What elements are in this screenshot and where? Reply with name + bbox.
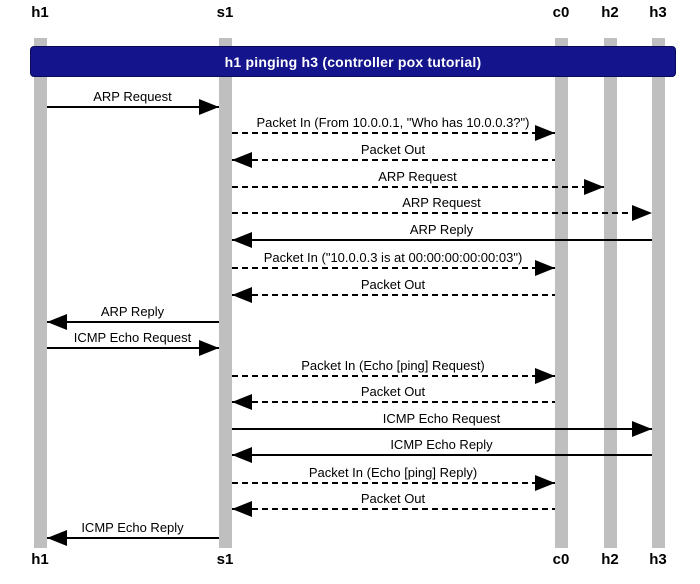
arrowhead-right-icon — [198, 340, 219, 356]
arrowhead-left-icon — [231, 152, 252, 168]
arrowhead-right-icon — [534, 475, 555, 491]
arrowhead-right-icon — [534, 260, 555, 276]
arrowhead-right-icon — [198, 99, 219, 115]
arrowhead-left-icon — [231, 501, 252, 517]
message-line — [231, 212, 652, 214]
lifeline-h1 — [33, 38, 47, 548]
message-label: Packet Out — [360, 491, 426, 506]
actor-label-top-s1: s1 — [216, 4, 234, 21]
message-line — [231, 375, 555, 377]
lifeline-h2 — [603, 38, 617, 548]
actor-label-top-h3: h3 — [649, 4, 667, 21]
arrowhead-left-icon — [46, 314, 67, 330]
actor-label-top-h2: h2 — [601, 4, 619, 21]
message-line — [231, 508, 555, 510]
arrowhead-left-icon — [231, 447, 252, 463]
message-line — [231, 482, 555, 484]
message-line — [231, 159, 555, 161]
message-line — [231, 186, 604, 188]
arrowhead-left-icon — [231, 394, 252, 410]
actor-label-bottom-h3: h3 — [649, 551, 667, 568]
arrowhead-left-icon — [231, 287, 252, 303]
actor-label-bottom-h1: h1 — [31, 551, 49, 568]
actor-label-bottom-s1: s1 — [216, 551, 234, 568]
message-label: ARP Request — [402, 195, 481, 210]
message-label: ARP Reply — [409, 222, 474, 237]
message-label: Packet Out — [360, 142, 426, 157]
message-label: ICMP Echo Request — [73, 330, 192, 345]
message-label: ICMP Echo Reply — [81, 520, 184, 535]
message-line — [46, 106, 219, 108]
diagram-title-bar: h1 pinging h3 (controller pox tutorial) — [30, 46, 676, 77]
message-label: ARP Request — [378, 169, 457, 184]
message-line — [231, 267, 555, 269]
lifeline-s1 — [218, 38, 232, 548]
message-label: Packet Out — [360, 277, 426, 292]
message-label: Packet In (From 10.0.0.1, "Who has 10.0.… — [256, 115, 530, 130]
arrowhead-right-icon — [534, 125, 555, 141]
message-line — [231, 401, 555, 403]
message-label: Packet In (Echo [ping] Request) — [301, 358, 485, 373]
message-line — [231, 428, 652, 430]
actor-label-top-c0: c0 — [552, 4, 570, 21]
message-label: Packet Out — [360, 384, 426, 399]
arrowhead-left-icon — [231, 232, 252, 248]
message-label: ARP Request — [93, 89, 172, 104]
message-label: ICMP Echo Request — [382, 411, 501, 426]
message-line — [231, 132, 555, 134]
diagram-title: h1 pinging h3 (controller pox tutorial) — [224, 53, 482, 70]
arrowhead-right-icon — [631, 205, 652, 221]
lifeline-c0 — [554, 38, 568, 548]
lifeline-h3 — [651, 38, 665, 548]
message-line — [46, 537, 219, 539]
actor-label-bottom-h2: h2 — [601, 551, 619, 568]
actor-label-bottom-c0: c0 — [552, 551, 570, 568]
message-line — [46, 347, 219, 349]
arrowhead-left-icon — [46, 530, 67, 546]
message-label: Packet In ("10.0.0.3 is at 00:00:00:00:0… — [263, 250, 523, 265]
arrowhead-right-icon — [534, 368, 555, 384]
message-label: ICMP Echo Reply — [390, 437, 493, 452]
message-line — [231, 454, 652, 456]
message-line — [231, 294, 555, 296]
arrowhead-right-icon — [631, 421, 652, 437]
arrowhead-right-icon — [583, 179, 604, 195]
message-label: Packet In (Echo [ping] Reply) — [308, 465, 478, 480]
message-label: ARP Reply — [100, 304, 165, 319]
actor-label-top-h1: h1 — [31, 4, 49, 21]
message-line — [231, 239, 652, 241]
message-line — [46, 321, 219, 323]
